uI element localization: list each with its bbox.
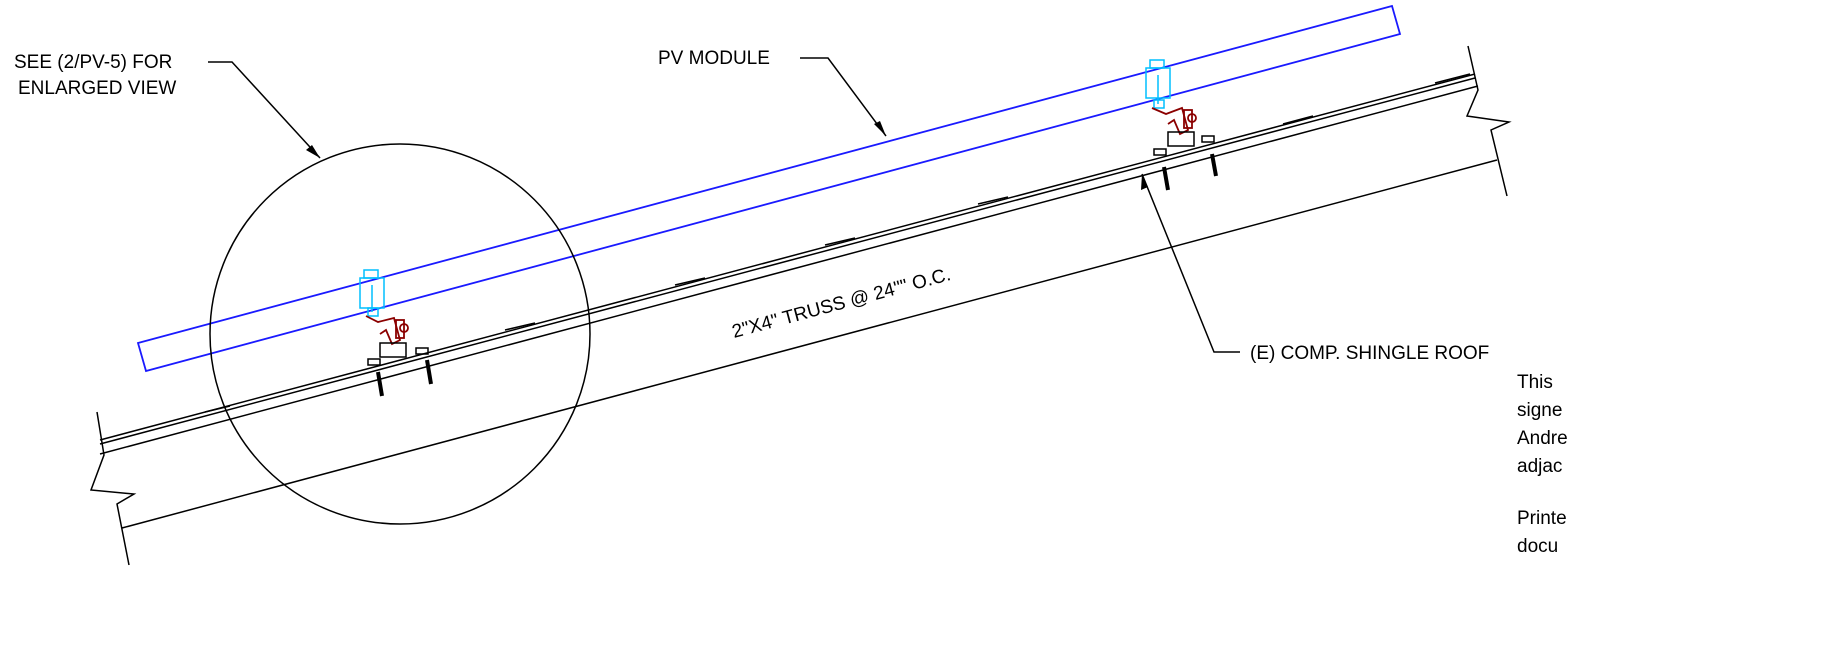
note-line-2: signe (1517, 400, 1562, 421)
pv-module-label: PV MODULE (658, 48, 770, 69)
shingle-tick (504, 322, 536, 331)
shingle-tick (977, 196, 1009, 205)
roof-label: (E) COMP. SHINGLE ROOF (1250, 343, 1489, 364)
left-mount-clamp (359, 269, 385, 317)
left-mount-bracket (365, 315, 409, 346)
right-mount-clamp (1145, 59, 1171, 109)
roof-framing (89, 45, 1512, 566)
pv-module (136, 4, 1402, 373)
note-line-4: adjac (1517, 456, 1562, 477)
leader-arrowheads (306, 121, 1148, 190)
note-line-6: docu (1517, 536, 1558, 557)
shingle-tick (674, 277, 706, 286)
arrowhead (306, 145, 320, 158)
truss-bottom-line (121, 159, 1498, 529)
leader-lines (208, 57, 1240, 353)
shingle-tick (204, 405, 231, 413)
leader-pv-module (800, 57, 887, 137)
left-break-line (89, 411, 137, 566)
arrowhead (874, 121, 886, 136)
leader-enlarged-view (208, 61, 321, 159)
sign-note: This signe Andre adjac Printe docu (1517, 372, 1568, 557)
see-reference-label-line2: ENLARGED VIEW (18, 78, 176, 99)
shingle-tick (824, 237, 856, 246)
note-line-1: This (1517, 372, 1553, 393)
shingle-courses (204, 73, 1471, 413)
left-mount-base (367, 342, 433, 397)
note-line-3: Andre (1517, 428, 1568, 449)
arrowhead (1141, 174, 1148, 190)
leader-roof (1141, 173, 1240, 353)
right-mount-base (1153, 131, 1218, 191)
right-mount (1145, 59, 1218, 191)
right-break-line (1465, 45, 1512, 197)
shingle-tick (1282, 115, 1314, 125)
left-mount (359, 269, 433, 397)
enlarged-view-circle (209, 143, 591, 525)
see-reference-label-line1: SEE (2/PV-5) FOR (14, 52, 172, 73)
right-mount-bracket (1151, 106, 1197, 136)
truss-label: 2"X4" TRUSS @ 24"" O.C. (730, 264, 953, 343)
shingle-tick (1434, 73, 1471, 84)
sheathing-line (99, 85, 1479, 455)
shingle-top-line (99, 73, 1476, 441)
shingle-bottom-line (99, 77, 1476, 445)
note-line-5: Printe (1517, 508, 1567, 529)
